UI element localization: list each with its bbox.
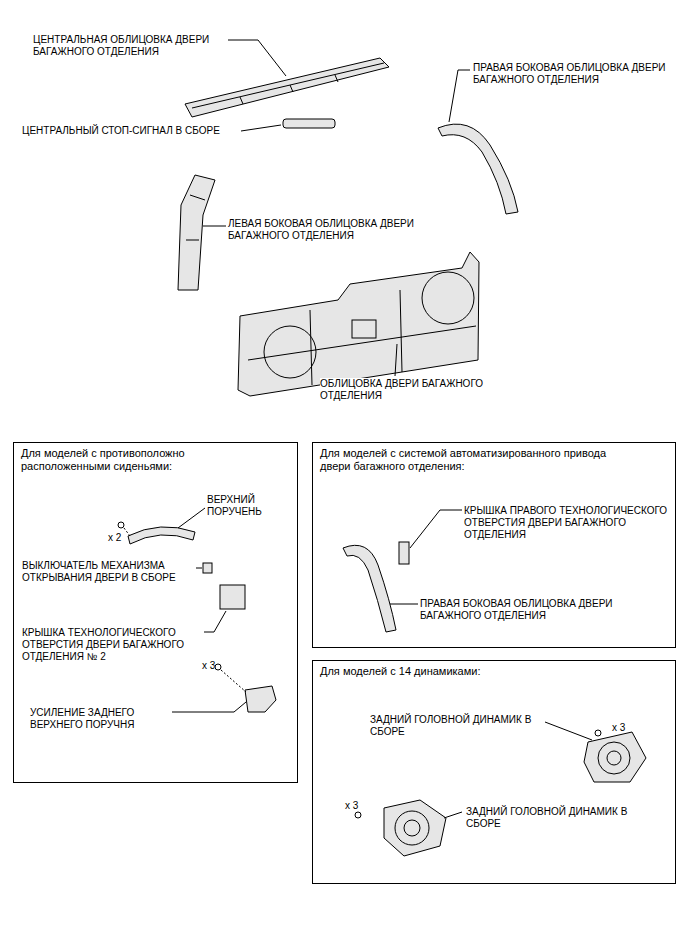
label-holder: УСИЛЕНИЕ ЗАДНЕГО ВЕРХНЕГО ПОРУЧНЯ bbox=[30, 707, 170, 731]
reinforcement bbox=[245, 686, 276, 712]
leader-line bbox=[204, 611, 226, 632]
leader-line bbox=[390, 604, 418, 605]
right-side-trim bbox=[438, 124, 518, 214]
part-name: ЗАДНИЙ ГОЛОВНОЙ ДИНАМИК В СБОРЕ bbox=[466, 806, 627, 829]
label-holder: ПРАВАЯ БОКОВАЯ ОБЛИЦОВКА ДВЕРИ БАГАЖНОГО… bbox=[473, 62, 668, 86]
leader-line bbox=[203, 226, 226, 227]
service-cover bbox=[220, 585, 245, 609]
label-holder: x 2 bbox=[108, 532, 138, 544]
label-holder: ЦЕНТРАЛЬНЫЙ СТОП-СИГНАЛ В СБОРЕ bbox=[22, 125, 262, 137]
quantity-mark: x 2 bbox=[108, 532, 121, 543]
quantity-mark: x 3 bbox=[345, 800, 358, 811]
variant-panel: Для моделей с 14 динамиками: bbox=[312, 660, 676, 884]
label-holder: ОБЛИЦОВКА ДВЕРИ БАГАЖНОГО ОТДЕЛЕНИЯ bbox=[320, 378, 505, 402]
label-holder: ЗАДНИЙ ГОЛОВНОЙ ДИНАМИК В СБОРЕ bbox=[370, 714, 545, 738]
variant-panel: Для моделей с противоположно расположенн… bbox=[13, 442, 298, 783]
stop-lamp bbox=[283, 119, 335, 128]
left-side-trim bbox=[178, 175, 215, 290]
panel-heading: Для моделей с системой автоматизированно… bbox=[313, 443, 631, 477]
label-holder: ВЕРХНИЙ ПОРУЧЕНЬ bbox=[207, 494, 282, 518]
upper-handle bbox=[128, 527, 195, 544]
label-holder: КРЫШКА ТЕХНОЛОГИЧЕСКОГО ОТВЕРСТИЯ ДВЕРИ … bbox=[22, 627, 204, 663]
label-holder: КРЫШКА ПРАВОГО ТЕХНОЛОГИЧЕСКОГО ОТВЕРСТИ… bbox=[464, 505, 669, 541]
right-side-trim bbox=[343, 545, 396, 632]
part-name: ОБЛИЦОВКА ДВЕРИ БАГАЖНОГО ОТДЕЛЕНИЯ bbox=[320, 378, 483, 401]
part-name: КРЫШКА ТЕХНОЛОГИЧЕСКОГО ОТВЕРСТИЯ ДВЕРИ … bbox=[22, 627, 184, 662]
label-holder: ПРАВАЯ БОКОВАЯ ОБЛИЦОВКА ДВЕРИ БАГАЖНОГО… bbox=[420, 598, 650, 622]
label-holder: ЗАДНИЙ ГОЛОВНОЙ ДИНАМИК В СБОРЕ bbox=[466, 806, 641, 830]
speaker bbox=[384, 800, 446, 856]
quantity-mark: x 3 bbox=[612, 722, 625, 733]
part-name: ВЫКЛЮЧАТЕЛЬ МЕХАНИЗМА ОТКРЫВАНИЯ ДВЕРИ В… bbox=[22, 560, 176, 583]
panel-heading: Для моделей с 14 динамиками: bbox=[313, 661, 631, 682]
switch bbox=[203, 563, 212, 573]
center-trim bbox=[185, 58, 389, 117]
label-holder: ЦЕНТРАЛЬНАЯ ОБЛИЦОВКА ДВЕРИ БАГАЖНОГО ОТ… bbox=[33, 34, 238, 58]
label-holder: x 3 bbox=[612, 722, 642, 734]
part-name: ЦЕНТРАЛЬНАЯ ОБЛИЦОВКА ДВЕРИ БАГАЖНОГО ОТ… bbox=[33, 34, 209, 57]
label-holder: x 3 bbox=[345, 800, 375, 812]
part-name: ЛЕВАЯ БОКОВАЯ ОБЛИЦОВКА ДВЕРИ БАГАЖНОГО … bbox=[228, 218, 414, 241]
part-name: ЗАДНИЙ ГОЛОВНОЙ ДИНАМИК В СБОРЕ bbox=[370, 714, 531, 737]
right-service-cover bbox=[399, 542, 409, 564]
label-holder: ЛЕВАЯ БОКОВАЯ ОБЛИЦОВКА ДВЕРИ БАГАЖНОГО … bbox=[228, 218, 418, 242]
quantity-mark: x 3 bbox=[202, 660, 215, 671]
part-name: ВЕРХНИЙ ПОРУЧЕНЬ bbox=[207, 494, 262, 517]
leader-line bbox=[410, 510, 462, 548]
door-trim bbox=[238, 252, 479, 396]
part-name: КРЫШКА ПРАВОГО ТЕХНОЛОГИЧЕСКОГО ОТВЕРСТИ… bbox=[464, 505, 667, 540]
part-name: ПРАВАЯ БОКОВАЯ ОБЛИЦОВКА ДВЕРИ БАГАЖНОГО… bbox=[473, 62, 666, 85]
part-name: ЦЕНТРАЛЬНЫЙ СТОП-СИГНАЛ В СБОРЕ bbox=[22, 125, 220, 136]
leader-line bbox=[545, 722, 592, 740]
leader-line bbox=[395, 344, 397, 376]
speaker bbox=[584, 732, 646, 782]
label-holder: ВЫКЛЮЧАТЕЛЬ МЕХАНИЗМА ОТКРЫВАНИЯ ДВЕРИ В… bbox=[22, 560, 197, 584]
leader-line bbox=[449, 70, 470, 122]
part-name: УСИЛЕНИЕ ЗАДНЕГО ВЕРХНЕГО ПОРУЧНЯ bbox=[30, 707, 134, 730]
label-holder: x 3 bbox=[202, 660, 232, 672]
leader-line bbox=[196, 568, 202, 569]
leader-line bbox=[228, 40, 286, 76]
panel-heading: Для моделей с противоположно расположенн… bbox=[14, 443, 253, 477]
part-name: ПРАВАЯ БОКОВАЯ ОБЛИЦОВКА ДВЕРИ БАГАЖНОГО… bbox=[420, 598, 613, 621]
leader-line bbox=[241, 125, 281, 131]
leader-line bbox=[178, 508, 205, 528]
leader-line bbox=[172, 702, 246, 712]
leader-line bbox=[444, 812, 462, 818]
